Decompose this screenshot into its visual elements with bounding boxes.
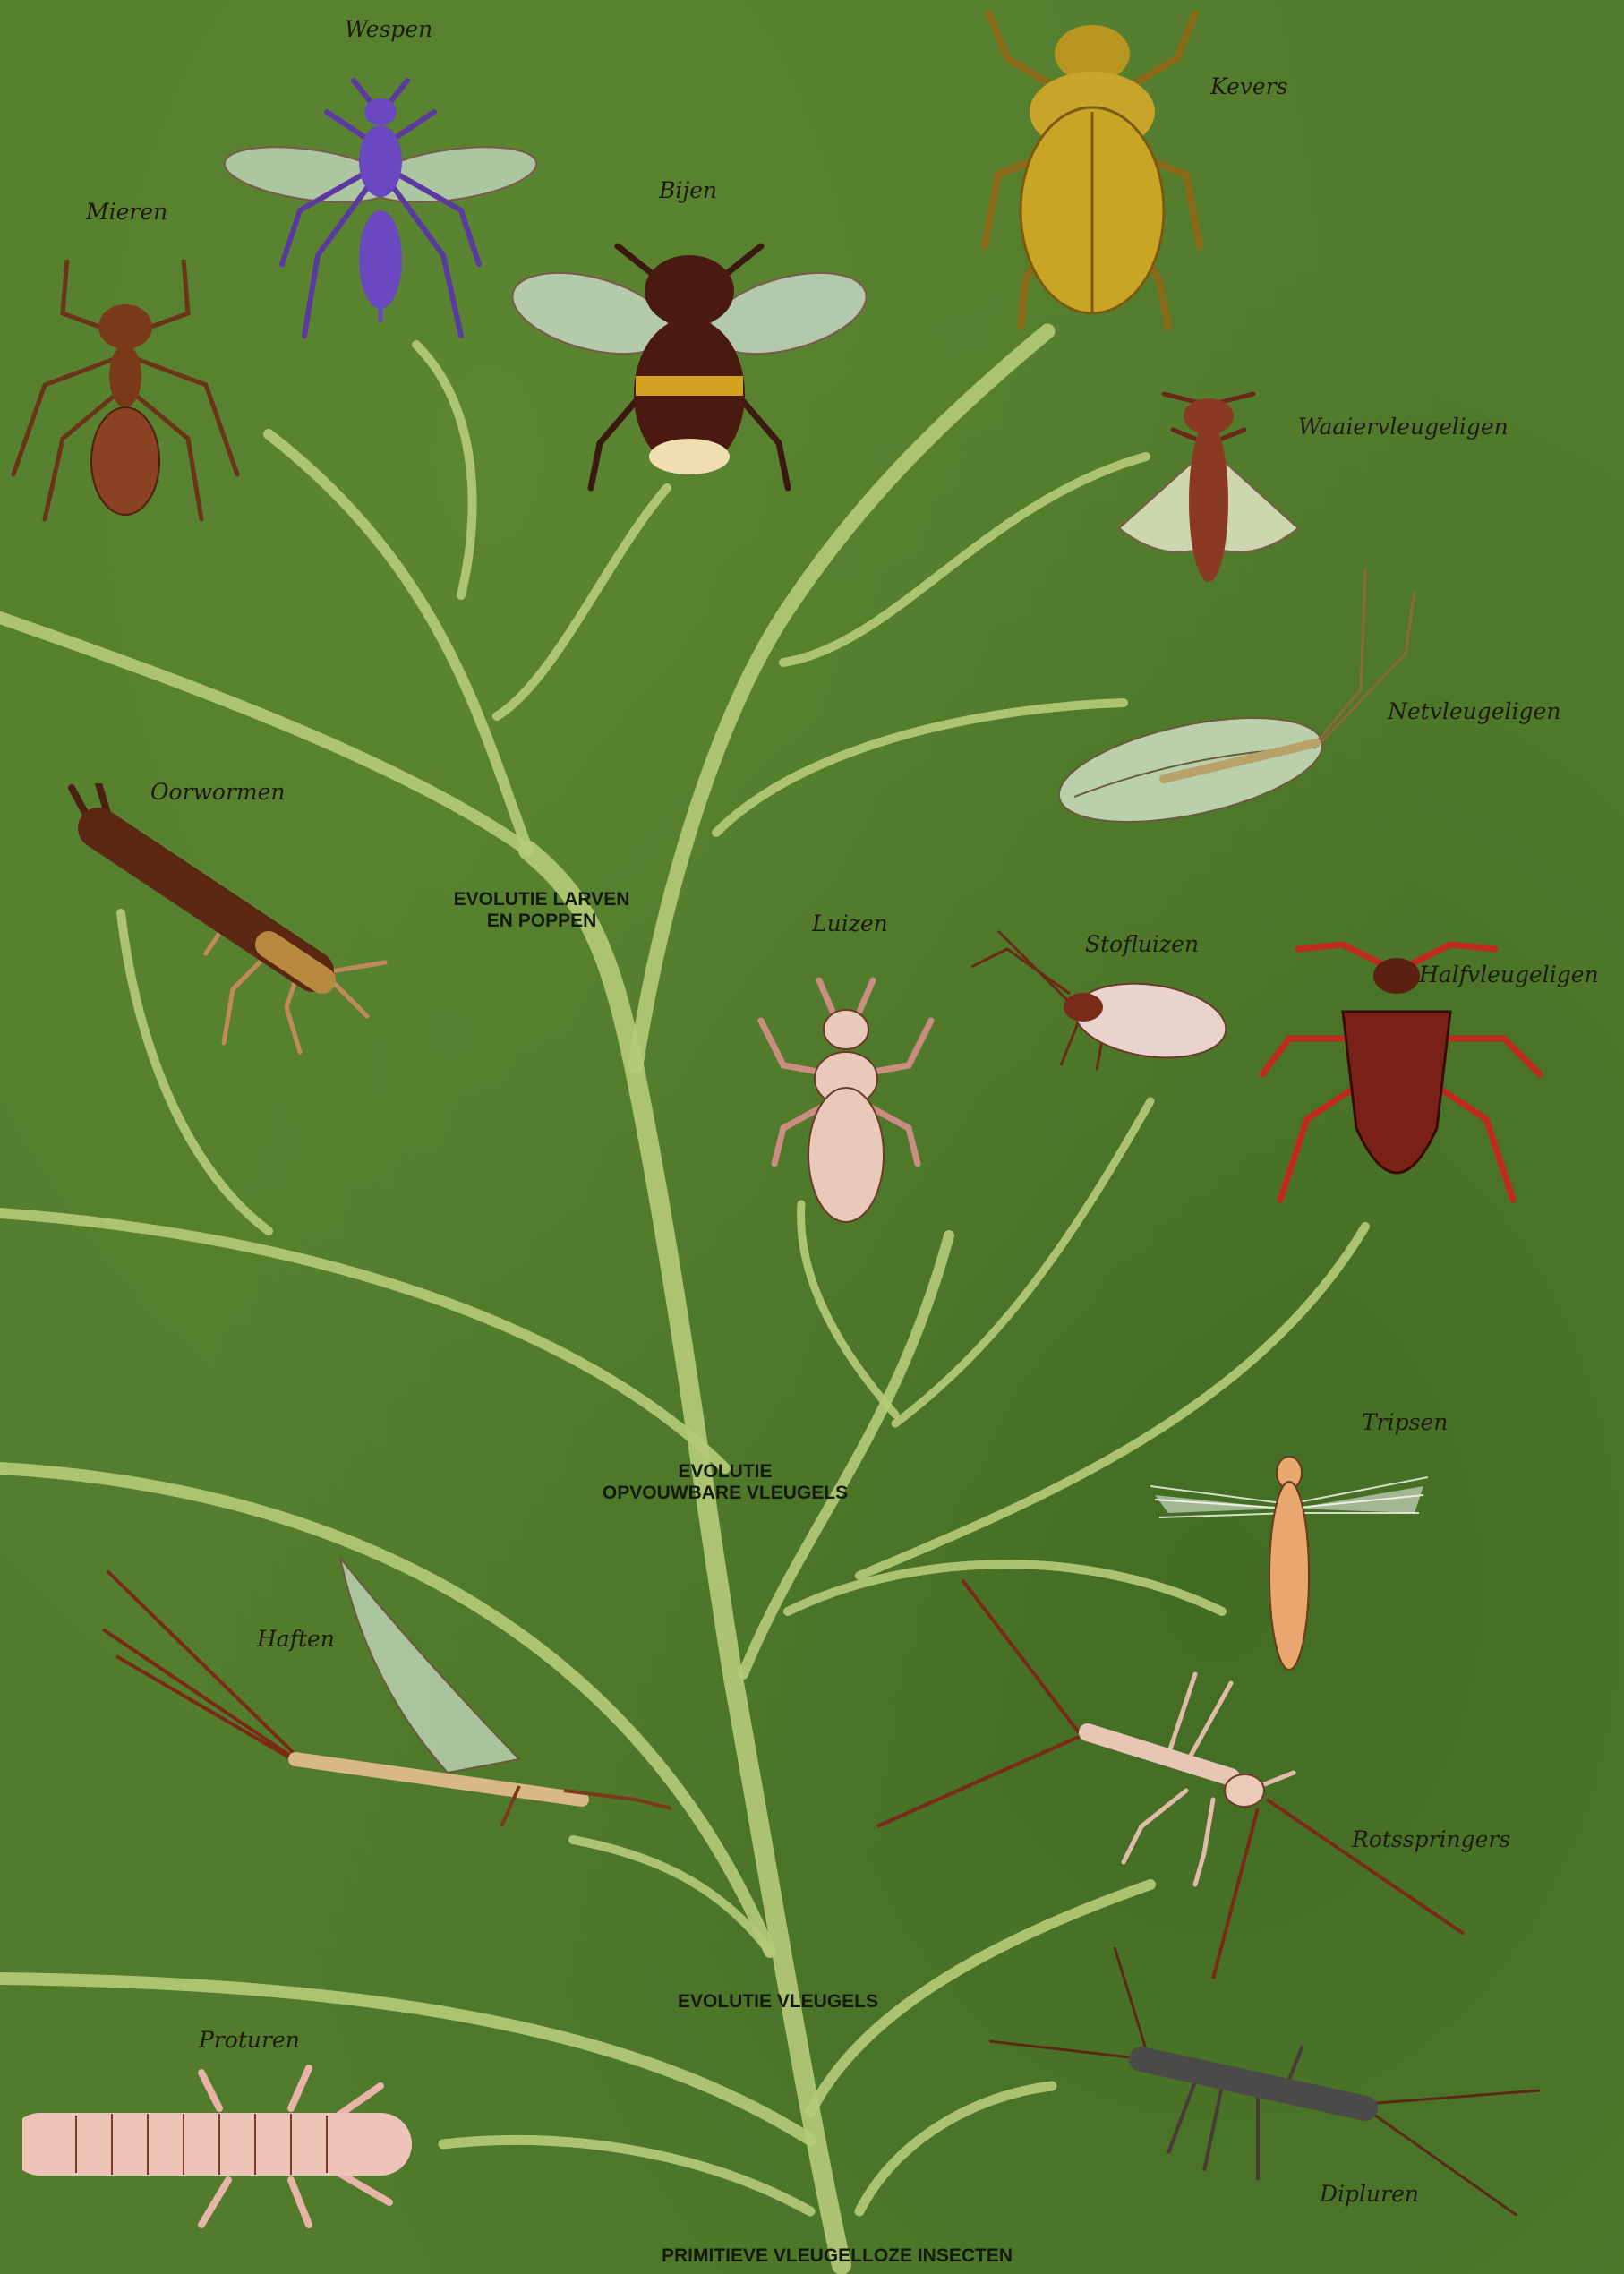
bristletail-illustration xyxy=(873,1576,1473,1988)
twisted-wing-illustration xyxy=(1110,385,1307,591)
milestone-primitief: PRIMITIEVE VLEUGELLOZE INSECTEN xyxy=(662,2245,1013,2267)
milestone-vleugels: EVOLUTIE VLEUGELS xyxy=(678,1991,878,2013)
label-tripsen: Tripsen xyxy=(1362,1409,1448,1435)
milestone-opvouwbaar-line2: OPVOUWBARE VLEUGELS xyxy=(603,1483,848,1504)
branch-oorwormen xyxy=(0,1213,725,1468)
true-bug-illustration xyxy=(1253,931,1549,1218)
branch-wespen xyxy=(416,345,473,595)
label-kevers: Kevers xyxy=(1210,73,1288,99)
ant-illustration xyxy=(9,260,242,528)
branch-proturen xyxy=(443,2140,810,2211)
beetle-illustration xyxy=(971,4,1213,336)
lacewing-illustration xyxy=(1047,564,1423,833)
label-proturen: Proturen xyxy=(199,2027,300,2053)
wasp-illustration xyxy=(219,76,542,354)
earwig-illustration xyxy=(63,783,403,1061)
booklouse-illustration xyxy=(971,922,1231,1074)
label-bijen: Bijen xyxy=(659,177,717,203)
milestone-larven-line2: EN POPPEN xyxy=(454,910,630,932)
milestone-primitief-text: PRIMITIEVE VLEUGELLOZE INSECTEN xyxy=(662,2245,1013,2267)
louse-illustration xyxy=(756,976,936,1235)
milestone-opvouwbaar-line1: EVOLUTIE xyxy=(603,1461,848,1483)
proturan-illustration xyxy=(22,2055,425,2234)
milestone-larven-line1: EVOLUTIE LARVEN xyxy=(454,889,630,910)
milestone-opvouwbare-vleugels: EVOLUTIE OPVOUWBARE VLEUGELS xyxy=(603,1461,848,1504)
branch-bijen xyxy=(497,488,667,716)
label-waaiervleugeligen: Waaiervleugeligen xyxy=(1298,414,1509,440)
branch-luizen xyxy=(801,1204,895,1415)
label-wespen: Wespen xyxy=(345,16,432,42)
label-luizen: Luizen xyxy=(812,910,888,936)
milestone-vleugels-text: EVOLUTIE VLEUGELS xyxy=(678,1991,878,2013)
bee-illustration xyxy=(510,228,868,497)
mayfly-illustration xyxy=(98,1540,671,1835)
label-mieren: Mieren xyxy=(86,199,167,225)
milestone-larven-poppen: EVOLUTIE LARVEN EN POPPEN xyxy=(454,889,630,932)
dipluran-illustration xyxy=(989,1947,1544,2216)
